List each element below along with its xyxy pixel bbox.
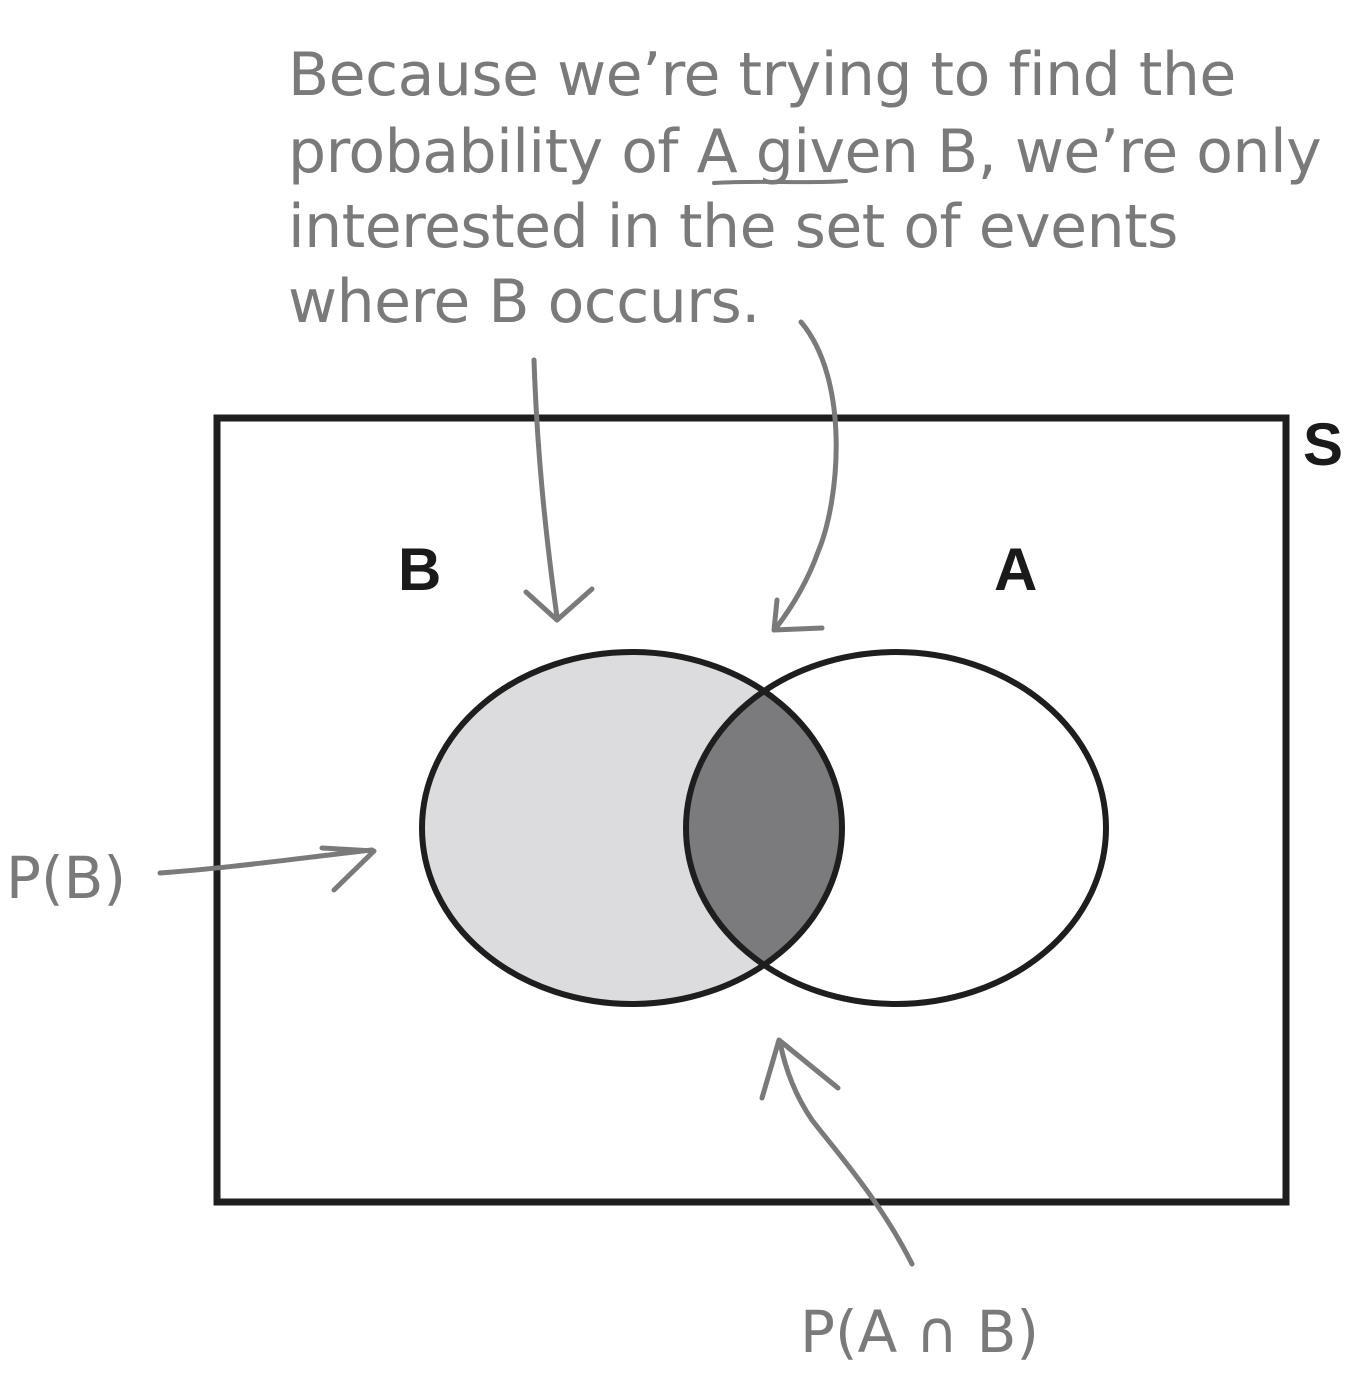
callout-line-1: Because we’re trying to find the: [288, 40, 1236, 110]
probability-b-label: P(B): [6, 844, 126, 912]
given-underline: [712, 179, 848, 185]
sample-space-label: S: [1303, 411, 1343, 478]
intersection-region: [686, 652, 842, 1004]
set-a-label: A: [994, 536, 1037, 603]
callout-line-3: interested in the set of events: [288, 192, 1178, 262]
callout-line-2: probability of A given B, we’re only: [288, 117, 1321, 187]
set-b-circle: [419, 649, 845, 1007]
arrow-to-probability-b: [157, 845, 377, 893]
probability-a-and-b-label: P(A ∩ B): [800, 1298, 1039, 1366]
set-a-circle: [683, 649, 1109, 1007]
arrow-to-intersection-probability: [759, 1037, 915, 1267]
callout-line-4: where B occurs.: [288, 267, 760, 337]
callout-underlined-word: given: [756, 117, 919, 187]
callout-line-2-start: probability of A: [288, 117, 756, 187]
callout-line-2-end: B, we’re only: [918, 117, 1321, 187]
sample-space-box: [213, 414, 1290, 1206]
set-b-label: B: [398, 536, 441, 603]
arrow-to-intersection: [771, 319, 839, 633]
arrow-to-set-b: [523, 357, 595, 623]
